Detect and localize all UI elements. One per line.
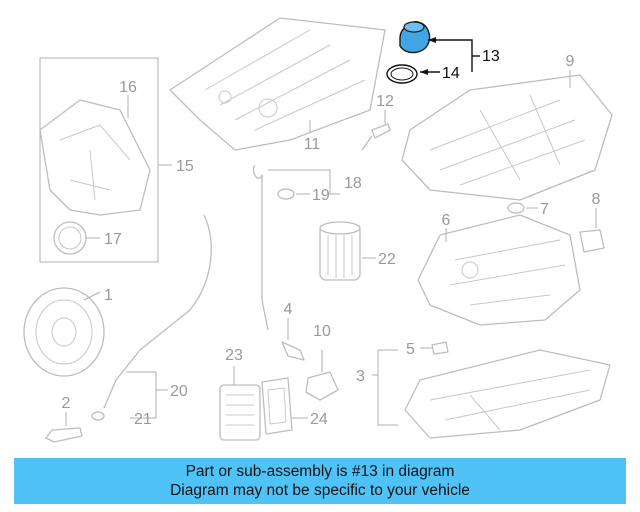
dipstick-group — [252, 164, 340, 331]
seal-ring-14-part — [386, 64, 418, 84]
callout-3: 3 — [356, 368, 365, 385]
info-banner: Part or sub-assembly is #13 in diagram D… — [14, 458, 626, 504]
sensor-4-group — [281, 318, 305, 361]
oil-level-sensor-part — [305, 371, 339, 401]
callout-22: 22 — [378, 251, 396, 268]
ladder-frame-part — [401, 74, 613, 201]
oil-cooler-group — [219, 366, 261, 441]
ladder-frame-group — [401, 70, 613, 201]
callout-10: 10 — [313, 323, 331, 340]
callout-23: 23 — [225, 347, 243, 364]
callout-9: 9 — [566, 53, 575, 70]
callout-6: 6 — [442, 212, 451, 229]
crankcase-part — [417, 214, 581, 326]
cap-8-group — [579, 208, 605, 253]
valve-cover-group — [169, 17, 386, 151]
callout-7: 7 — [540, 201, 549, 218]
pulley-group — [23, 287, 105, 377]
callout-12: 12 — [376, 93, 394, 110]
callout-17: 17 — [104, 231, 122, 248]
timing-cover-group — [39, 57, 172, 263]
oil-pan-group — [372, 341, 611, 439]
callout-8: 8 — [592, 191, 601, 208]
valve-cover-part — [169, 17, 386, 151]
banner-line-disclaimer: Diagram may not be specific to your vehi… — [170, 482, 470, 499]
timing-cover-part — [39, 99, 151, 216]
callout-19: 19 — [312, 187, 330, 204]
crankcase-group — [417, 214, 581, 326]
callout-11: 11 — [304, 136, 321, 153]
oil-filter-group — [319, 221, 376, 281]
callout-13: 13 — [482, 48, 500, 65]
oil-filler-cap-group — [386, 21, 480, 84]
callout-18: 18 — [344, 175, 362, 192]
callout-21: 21 — [134, 411, 152, 428]
banner-line-part-info: Part or sub-assembly is #13 in diagram — [185, 463, 455, 480]
gasket-24-group — [261, 377, 308, 435]
oil-cooler-part — [219, 384, 261, 441]
dipstick-part — [252, 164, 269, 331]
callout-2: 2 — [62, 395, 71, 412]
dipstick-tube-group — [91, 214, 212, 421]
sensor-10-group — [305, 350, 339, 401]
dipstick-tube-part — [103, 214, 212, 409]
stud-12-group — [361, 110, 391, 151]
callout-1: 1 — [104, 287, 113, 304]
oil-pan-part — [404, 349, 611, 439]
callout-15: 15 — [176, 158, 194, 175]
callout-5: 5 — [406, 341, 415, 358]
callout-16: 16 — [119, 79, 137, 96]
callout-24: 24 — [310, 411, 328, 428]
parts-diagram: 16 15 17 11 12 13 14 9 18 19 7 8 6 22 1 … — [23, 17, 613, 443]
plug-7-group — [507, 202, 538, 214]
bolt-group — [45, 412, 83, 443]
callout-14: 14 — [442, 65, 460, 82]
callout-4: 4 — [284, 301, 293, 318]
callout-20: 20 — [170, 383, 188, 400]
